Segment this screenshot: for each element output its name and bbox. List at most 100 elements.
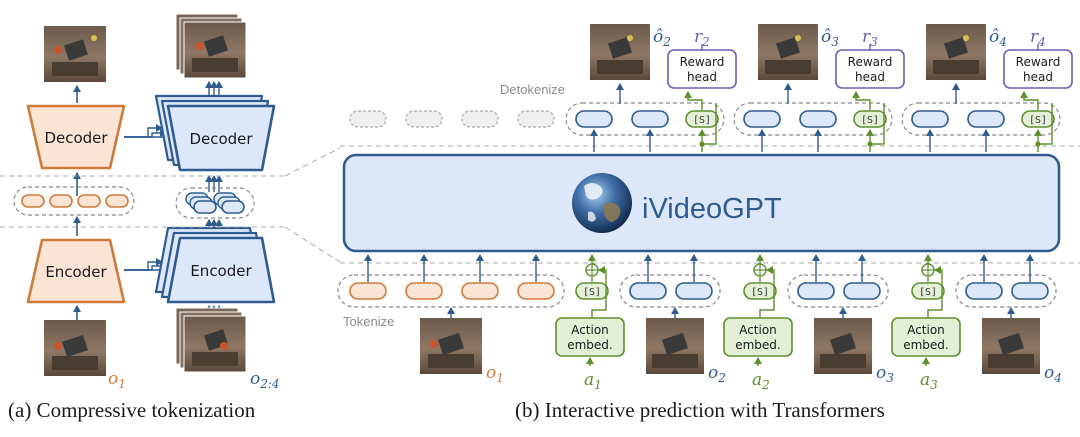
- decoded-frame-stack: [175, 13, 247, 79]
- output-token: [967, 110, 1005, 128]
- input-token-band-1: [337, 274, 565, 308]
- output-token-band-2: [733, 102, 893, 136]
- transformer-box: iVideoGPT: [342, 153, 1061, 253]
- action-label-3: a3: [920, 370, 938, 392]
- svg-text:Reward: Reward: [848, 55, 893, 69]
- blue-token-stack: [185, 192, 245, 214]
- svg-text:head: head: [1023, 70, 1053, 84]
- input-frame-o1: [420, 318, 482, 374]
- model-name: iVideoGPT: [642, 193, 782, 225]
- output-token-band-3: [901, 102, 1061, 136]
- stack-mid-arrows-top: [205, 175, 223, 192]
- input-token: [1011, 282, 1049, 300]
- svg-text:embed.: embed.: [567, 338, 613, 352]
- action-plus-4: [921, 263, 935, 277]
- caption-b: (b) Interactive prediction with Transfor…: [515, 398, 885, 422]
- svg-text:Action: Action: [571, 323, 609, 337]
- caption-a: (a) Compressive tokenization: [8, 398, 256, 422]
- svg-text:embed.: embed.: [903, 338, 949, 352]
- pred-label-3: ô3: [821, 27, 839, 49]
- reward-head-2: Reward head: [835, 49, 905, 89]
- zoom-connectors: [284, 147, 341, 263]
- svg-text:Action: Action: [739, 323, 777, 337]
- input-frame-stack: [175, 307, 247, 373]
- action-label-2: a2: [752, 370, 770, 392]
- input-token-band-3: [787, 274, 889, 308]
- action-embed-box-1: Action embed.: [555, 317, 625, 357]
- input-obs-o1: o1: [486, 363, 504, 385]
- input-obs-o4: o4: [1044, 363, 1062, 385]
- svg-text:embed.: embed.: [735, 338, 781, 352]
- svg-text:[S]: [S]: [1029, 115, 1047, 126]
- decoder-label: Decoder: [44, 129, 108, 147]
- output-slot-2: [S]: [853, 110, 887, 128]
- svg-text:[S]: [S]: [751, 287, 769, 298]
- input-slot-4: [S]: [911, 282, 945, 300]
- decoder-stack-label: Decoder: [189, 130, 253, 148]
- input-frame-o4: [982, 318, 1040, 374]
- output-token: [575, 110, 613, 128]
- earth-icon: [572, 173, 632, 233]
- input-frame-o2: [646, 318, 704, 374]
- action-embed-box-2: Action embed.: [723, 317, 793, 357]
- left-panel: Decoder Encoder o1: [0, 13, 285, 391]
- encoder-label: Encoder: [45, 263, 107, 281]
- svg-text:Action: Action: [907, 323, 945, 337]
- input-token: [843, 282, 881, 300]
- output-token: [743, 110, 781, 128]
- input-slot-3: [S]: [743, 282, 777, 300]
- obs-single-label: o1: [108, 369, 126, 391]
- reward-label-2: r2: [694, 27, 710, 49]
- action-embed-box-3: Action embed.: [891, 317, 961, 357]
- detokenize-label: Detokenize: [500, 82, 565, 97]
- orange-input-tokens: [349, 282, 555, 300]
- reward-head-3: Reward head: [1003, 49, 1073, 89]
- encoder-block: Encoder: [26, 238, 126, 304]
- reward-head-1: Reward head: [667, 49, 737, 89]
- left-token-band: [13, 186, 135, 216]
- input-token: [629, 282, 667, 300]
- right-panel: iVideoGPT Detokenize Tokenize: [337, 24, 1080, 392]
- decoder-block: Decoder: [26, 104, 126, 170]
- input-slot-2: [S]: [575, 282, 609, 300]
- svg-text:head: head: [687, 70, 717, 84]
- input-up-arrows-1: [364, 254, 540, 282]
- decoder-stack: Decoder: [154, 94, 276, 172]
- svg-text:Reward: Reward: [680, 55, 725, 69]
- output-token: [799, 110, 837, 128]
- svg-text:Reward: Reward: [1016, 55, 1061, 69]
- svg-text:[S]: [S]: [693, 115, 711, 126]
- timestep-group-2: [S] Action embed. a1: [555, 24, 737, 392]
- obs-multi-label: o2:4: [250, 369, 280, 391]
- output-token: [911, 110, 949, 128]
- pred-label-2: ô2: [653, 27, 671, 49]
- reward-label-3: r3: [862, 27, 878, 49]
- timestep-group-3: [S] Action embed. a2: [723, 24, 905, 392]
- decoder-stack-arrows: [124, 124, 171, 141]
- svg-text:[S]: [S]: [583, 287, 601, 298]
- action-plus-3: [753, 263, 767, 277]
- input-token-band-4: [955, 274, 1057, 308]
- orange-token-row: [21, 194, 129, 208]
- timestep-group-4: [S] Action embed. a3: [891, 24, 1073, 392]
- encoder-stack-label: Encoder: [190, 262, 252, 280]
- output-token-band-1: [565, 102, 725, 136]
- tokenize-label: Tokenize: [343, 314, 394, 329]
- input-obs-o3: o3: [876, 363, 894, 385]
- gray-output-tokens: [349, 110, 555, 128]
- action-label-1: a1: [584, 370, 602, 392]
- output-slot-3: [S]: [1021, 110, 1055, 128]
- input-token: [675, 282, 713, 300]
- stacked-token-band: [175, 187, 255, 219]
- reward-label-4: r4: [1030, 27, 1046, 49]
- svg-text:[S]: [S]: [919, 287, 937, 298]
- svg-text:[S]: [S]: [861, 115, 879, 126]
- input-token: [797, 282, 835, 300]
- input-obs-o2: o2: [708, 363, 726, 385]
- input-frame-o3: [814, 318, 872, 374]
- pred-frame-2: [590, 24, 650, 80]
- input-token-band-2: [619, 274, 721, 308]
- pred-label-4: ô4: [989, 27, 1007, 49]
- decoded-frame-single: [44, 26, 106, 82]
